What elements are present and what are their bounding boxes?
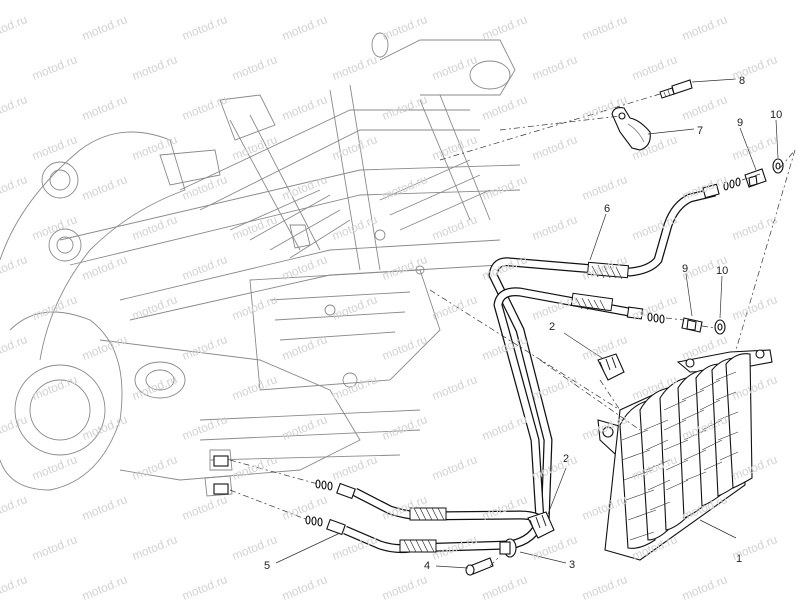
assembly-guide-lines: [229, 93, 796, 567]
callout-4: 4: [424, 560, 430, 572]
oil-cooler: [597, 349, 773, 561]
hose-fittings: [213, 177, 741, 536]
callout-2-upper: 2: [549, 321, 555, 333]
callout-9-lower: 9: [682, 263, 688, 275]
callout-7: 7: [697, 125, 703, 137]
callout-10-upper: 10: [770, 109, 782, 121]
oil-hoses: [343, 187, 717, 554]
small-parts: [465, 79, 784, 576]
callout-5: 5: [264, 560, 270, 572]
callout-1: 1: [736, 553, 742, 565]
callout-numbers: 1 2 2 3 4 5 6 7 8 9 9 10 10: [264, 75, 782, 572]
callout-3: 3: [569, 559, 575, 571]
engine-frame-illustration: [0, 32, 521, 497]
leader-lines: [275, 78, 779, 569]
callout-8: 8: [739, 75, 745, 87]
callout-2-lower: 2: [563, 453, 569, 465]
callout-9-upper: 9: [737, 117, 743, 129]
callout-10-lower: 10: [716, 265, 728, 277]
callout-6: 6: [604, 203, 610, 215]
